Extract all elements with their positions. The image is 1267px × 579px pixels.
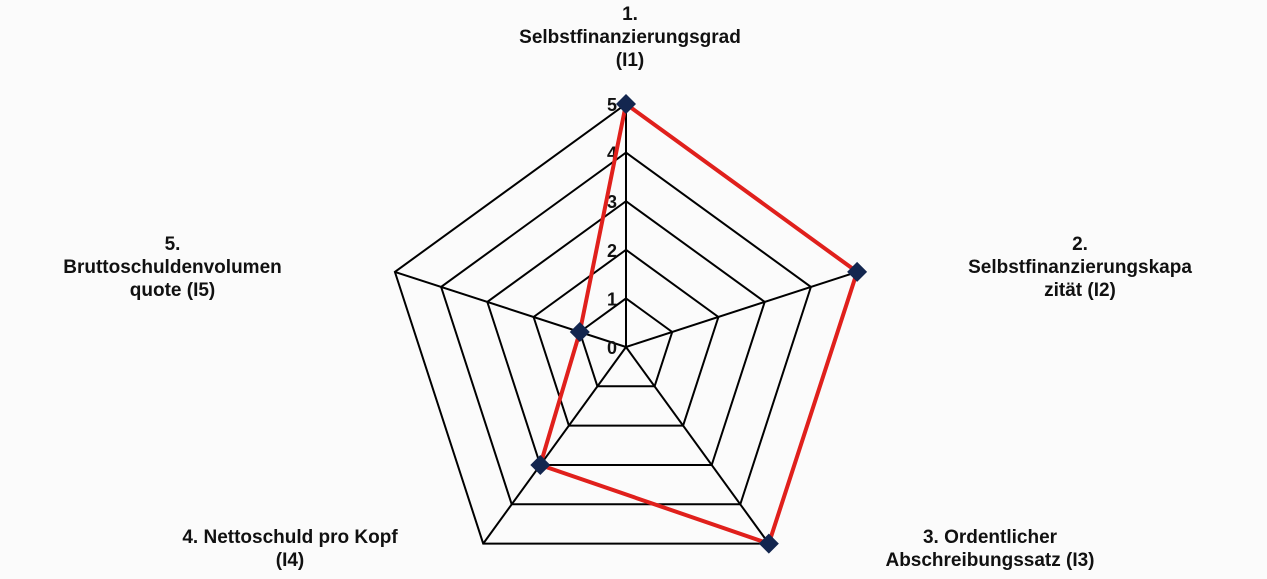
data-point-i2 [847, 261, 868, 282]
grid-spoke-2 [625, 270, 858, 348]
axis-label-i4-line-1: 4. Nettoschuld pro Kopf [120, 526, 460, 549]
data-point-i5 [569, 321, 590, 342]
axis-label-i3: 3. Ordentlicher Abschreibungssatz (I3) [830, 526, 1150, 572]
axis-label-i1: 1. Selbstfinanzierungsgrad (I1) [460, 3, 800, 72]
grid-spoke-5 [394, 270, 627, 348]
data-series [530, 94, 868, 554]
grid-ring-2 [532, 248, 720, 427]
axis-label-i5-line-1: Bruttoschuldenvolumen [63, 257, 282, 278]
axis-label-i4-number: 4. [182, 527, 199, 548]
axis-label-i5: 5. Bruttoschuldenvolumen quote (I5) [0, 233, 345, 302]
grid-ring-4 [439, 151, 813, 506]
grid-spoke-4 [482, 346, 627, 545]
tick-label-1: 1 [607, 289, 617, 309]
axis-label-i1-line-2: (I1) [615, 50, 645, 71]
axis-label-i3-line-2: Abschreibungssatz (I3) [885, 550, 1095, 571]
tick-label-0: 0 [607, 338, 617, 358]
axis-label-i3-number: 3. [922, 527, 939, 548]
tick-label-4: 4 [607, 144, 617, 164]
axis-label-i2-line-2: zität (I2) [1044, 280, 1116, 301]
data-point-i4 [530, 454, 551, 475]
axis-label-i3-line-1: 3. Ordentlicher [830, 526, 1150, 549]
axis-label-i1-line-1: Selbstfinanzierungsgrad [519, 27, 741, 48]
tick-label-5: 5 [607, 95, 617, 115]
tick-label-2: 2 [607, 241, 617, 261]
radar-grid [393, 102, 859, 545]
data-point-i1 [616, 94, 636, 114]
axis-label-i3-title: Ordentlicher [944, 527, 1058, 548]
grid-ring-1 [578, 297, 674, 388]
axis-label-i1-number: 1. [622, 4, 638, 25]
axis-label-i4-line-2: (I4) [275, 550, 305, 571]
grid-ring-3 [486, 199, 766, 466]
tick-label-3: 3 [607, 192, 617, 212]
radial-tick-labels: 0 1 2 3 4 5 [607, 95, 617, 358]
axis-label-i5-number: 5. [164, 234, 181, 255]
axis-label-i4: 4. Nettoschuld pro Kopf (I4) [120, 526, 460, 572]
axis-label-i5-line-2: quote (I5) [129, 280, 216, 301]
axis-label-i2-number: 2. [1072, 234, 1088, 255]
grid-spoke-3 [625, 346, 770, 545]
axis-label-i2-line-1: Selbstfinanzierungskapa [968, 257, 1192, 278]
axis-label-i4-title: Nettoschuld pro Kopf [203, 527, 398, 548]
data-point-i3 [758, 533, 779, 554]
series-line-1 [538, 102, 860, 546]
axis-label-i2: 2. Selbstfinanzierungskapa zität (I2) [910, 233, 1250, 302]
